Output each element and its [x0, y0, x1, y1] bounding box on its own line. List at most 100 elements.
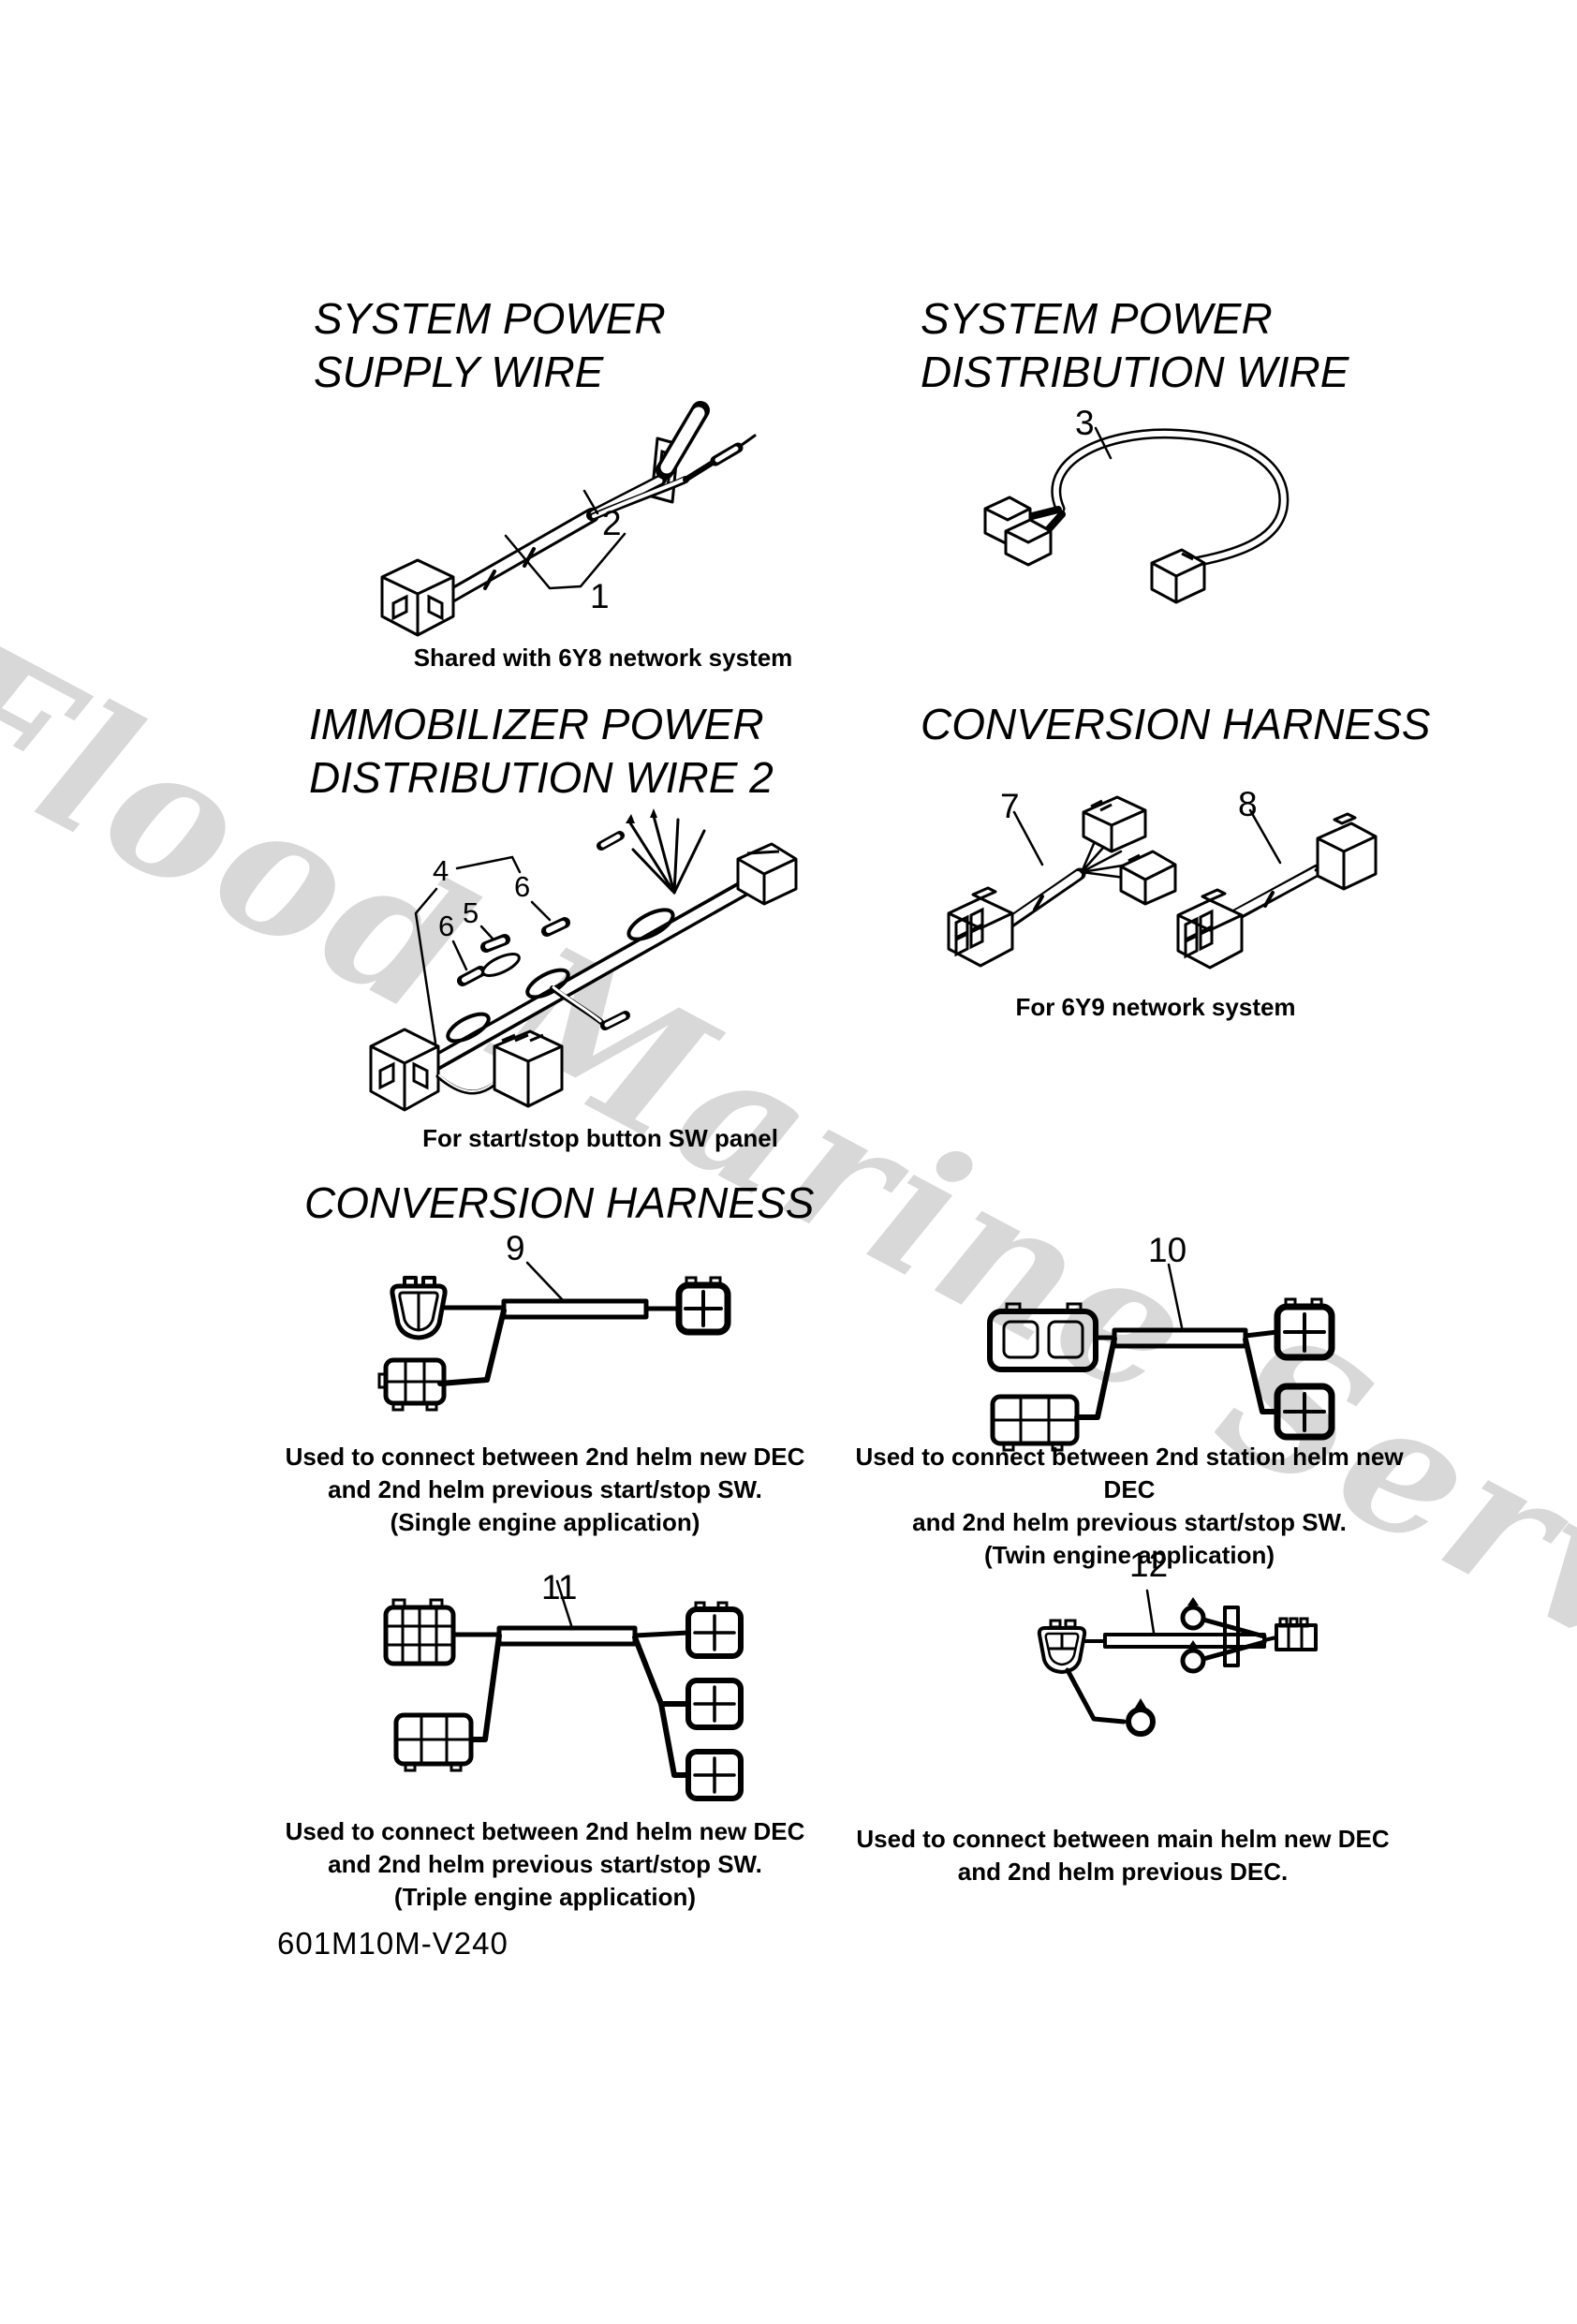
fuse-parts: [457, 917, 570, 986]
harness-11-diagram: [383, 1579, 744, 1801]
callout-4: 4: [433, 854, 450, 887]
callout-1: 1: [590, 577, 610, 615]
supply-wire-diagram: [380, 401, 757, 637]
connector-block-iso: [380, 558, 455, 637]
ground-branch: [1065, 1667, 1156, 1737]
heading-system-power-supply-wire: SYSTEM POWER SUPPLY WIRE: [314, 292, 666, 399]
callout-8-leader: [1248, 808, 1282, 865]
heading-conversion-harness-6y9: CONVERSION HARNESS: [921, 698, 1430, 751]
square-connector-bottom: [1274, 1383, 1335, 1441]
branch-wire-left: [468, 1633, 502, 1742]
heading-line: SUPPLY WIRE: [314, 348, 604, 396]
callout-3-leader: [1094, 426, 1113, 460]
branch-wire: [437, 1308, 507, 1386]
caption-harness-12: Used to connect between main helm new DE…: [856, 1825, 1390, 1886]
callout-12: 12: [1129, 1546, 1169, 1584]
mid-branch: [550, 985, 630, 1030]
square-connector-3: [685, 1749, 744, 1801]
connector-block: [1316, 812, 1378, 891]
ring-terminal-upper: [1180, 1597, 1267, 1639]
adapter-cable: [1000, 867, 1086, 931]
ring-terminal-lower: [1180, 1639, 1267, 1674]
branch-wire-bottom: [658, 1701, 691, 1778]
heading-immobilizer-power-distribution-wire-2: IMMOBILIZER POWER DISTRIBUTION WIRE 2: [309, 698, 774, 805]
heading-line: SYSTEM POWER: [314, 294, 666, 343]
connector-block-b: [1119, 850, 1177, 906]
triangle-connector: [390, 1276, 448, 1340]
large-connector: [987, 1302, 1098, 1372]
cable-sleeve: [501, 1298, 649, 1320]
caption-harness-9: Used to connect between 2nd helm new DEC…: [285, 1443, 805, 1536]
cable-sleeve: [496, 1625, 638, 1647]
wire: [1243, 1329, 1280, 1339]
relay-box: [435, 1029, 564, 1108]
square-connector: [675, 1276, 731, 1336]
conversion-harness-7-diagram: [947, 795, 1177, 968]
callout-leaders: [504, 489, 626, 590]
large-connector: [383, 1598, 456, 1666]
square-connector-1: [685, 1601, 744, 1659]
callout-10: 10: [1148, 1231, 1187, 1269]
connector-end-iso: [1150, 548, 1206, 604]
harness-12-diagram: [1037, 1589, 1318, 1737]
lower-connector: [393, 1712, 474, 1772]
callout-3: 3: [1075, 404, 1095, 442]
terminal-block: [1262, 1617, 1318, 1651]
connector-start-iso: [369, 1028, 440, 1112]
immobilizer-wire-diagram: [369, 808, 798, 1112]
callout-7-leader: [1012, 810, 1044, 866]
callout-7: 7: [1000, 787, 1020, 825]
heading-line: IMMOBILIZER POWER: [309, 700, 764, 748]
callout-leaders: [414, 855, 552, 1044]
callout-6a: 6: [514, 870, 531, 903]
connector-square-4pin: [1176, 888, 1244, 970]
callout-11: 11: [541, 1568, 578, 1606]
heading-line: DISTRIBUTION WIRE 2: [309, 753, 774, 802]
caption-6y9-network: For 6Y9 network system: [1015, 993, 1296, 1021]
heading-system-power-distribution-wire: SYSTEM POWER DISTRIBUTION WIRE: [921, 292, 1349, 399]
callout-6b: 6: [438, 910, 455, 942]
callout-9: 9: [506, 1229, 525, 1267]
callout-5: 5: [463, 896, 479, 929]
connector-pair-iso: [983, 496, 1053, 567]
main-harness: [413, 877, 758, 1079]
callout-10-leader: [1167, 1263, 1184, 1329]
heading-line: CONVERSION HARNESS: [304, 1178, 815, 1227]
callout-2: 2: [602, 504, 622, 542]
heading-line: SYSTEM POWER: [921, 294, 1273, 343]
branch-wire-right: [1243, 1337, 1280, 1414]
supply-cable: [440, 401, 757, 605]
heading-conversion-harness-dec: CONVERSION HARNESS: [304, 1177, 814, 1230]
caption-immobilizer-wire: For start/stop button SW panel: [422, 1124, 778, 1152]
wire-fan: [597, 808, 706, 895]
distribution-wire-diagram: [983, 426, 1290, 604]
caption-harness-10: Used to connect between 2nd station helm…: [855, 1443, 1404, 1569]
conversion-harness-8-diagram: [1176, 808, 1378, 970]
caption-harness-11: Used to connect between 2nd helm new DEC…: [285, 1817, 805, 1911]
heading-line: CONVERSION HARNESS: [921, 700, 1431, 748]
caption-supply-wire: Shared with 6Y8 network system: [413, 644, 793, 672]
harness-9-diagram: [377, 1261, 731, 1412]
distribution-cable: [1024, 428, 1290, 569]
square-connector-top: [1274, 1297, 1335, 1361]
callout-8: 8: [1238, 785, 1258, 823]
branch-wire-mid: [632, 1635, 691, 1707]
callout-11-leader: [555, 1579, 573, 1627]
square-connector-2: [685, 1678, 744, 1730]
connector-square-4pin: [947, 886, 1014, 968]
connector-end-iso: [736, 842, 798, 906]
connector-block-a: [1082, 795, 1147, 853]
lower-connector: [377, 1357, 447, 1412]
cable-sleeve: [1103, 1633, 1266, 1649]
triangle-connector: [1037, 1619, 1087, 1674]
callout-9-leader: [525, 1261, 564, 1301]
callout-12-leader: [1145, 1589, 1156, 1635]
lower-connector: [990, 1394, 1080, 1452]
harness-10-diagram: [987, 1263, 1335, 1452]
band-clip: [1223, 1606, 1240, 1667]
heading-line: DISTRIBUTION WIRE: [921, 348, 1349, 396]
cable-sleeve: [1112, 1327, 1248, 1349]
branch-wire-left: [1074, 1336, 1117, 1420]
wire: [632, 1630, 691, 1638]
